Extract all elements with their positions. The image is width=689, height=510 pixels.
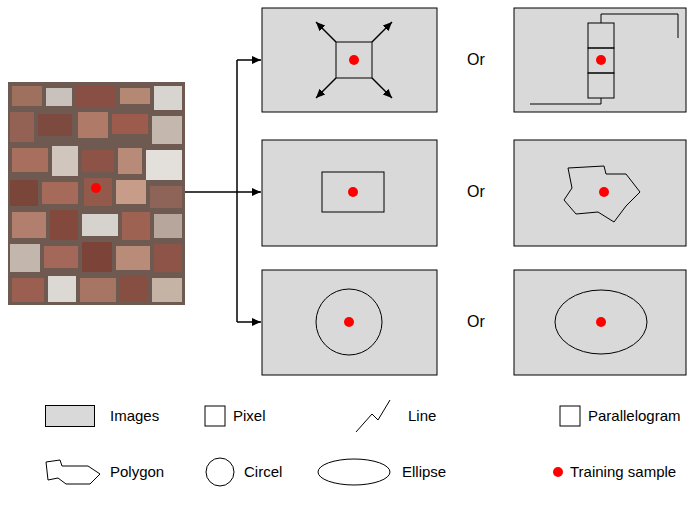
legend-swatch — [553, 467, 563, 477]
legend-swatch — [45, 405, 95, 427]
legend-text: Polygon — [110, 463, 164, 481]
legend-text: Parallelogram — [588, 407, 681, 425]
legend-text: Pixel — [233, 407, 266, 425]
or-label: Or — [467, 312, 485, 331]
legend-text: Circel — [244, 463, 282, 481]
or-label: Or — [467, 182, 485, 201]
or-label: Or — [467, 50, 485, 69]
satellite-image — [8, 82, 185, 305]
legend-text: Training sample — [570, 463, 676, 481]
legend-text: Ellipse — [402, 463, 446, 481]
legend-symbols — [46, 400, 580, 486]
branch-arrows — [185, 60, 261, 322]
legend-text: Images — [110, 407, 159, 425]
training-dots — [344, 55, 609, 327]
image-panels — [262, 8, 686, 375]
sample-shapes — [316, 14, 678, 355]
legend-text: Line — [408, 407, 436, 425]
